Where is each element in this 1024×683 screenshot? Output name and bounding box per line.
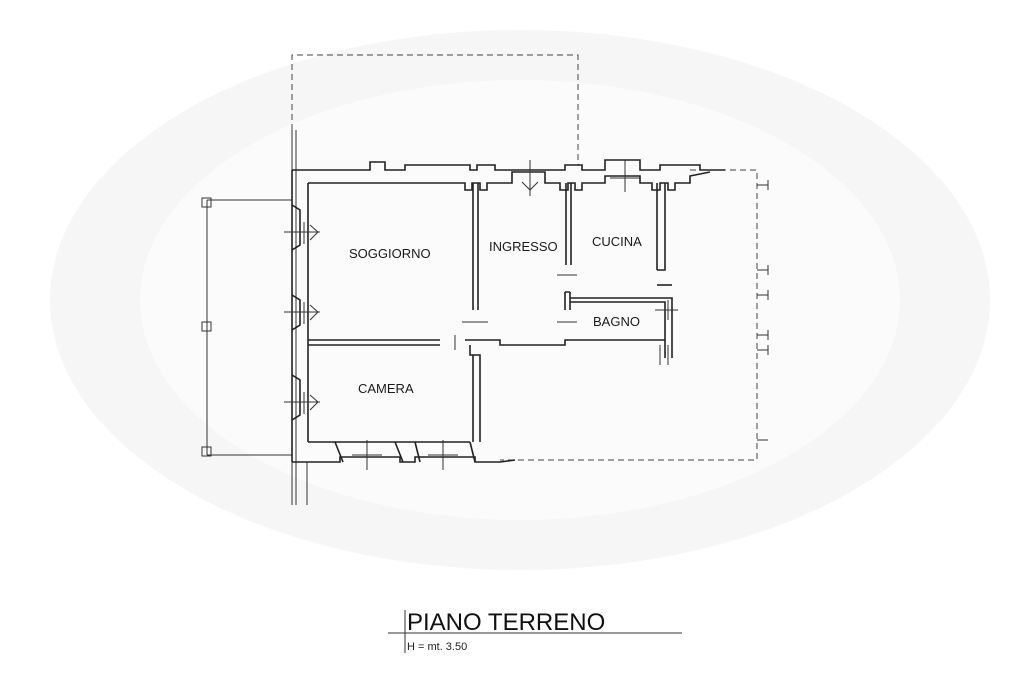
background-haze [50,30,990,570]
room-label-bagno: BAGNO [593,314,640,329]
room-label-ingresso: INGRESSO [489,239,558,254]
drawing-title: PIANO TERRENO [407,609,605,636]
upper-dashed-area [291,54,579,165]
room-label-cucina: CUCINA [592,234,642,249]
room-label-camera: CAMERA [358,381,414,396]
height-note: H = mt. 3.50 [407,641,467,653]
opening-symbols [284,160,678,470]
interior-walls [308,183,673,442]
left-porch [201,197,292,457]
title-block: PIANO TERRENO H = mt. 3.50 [388,609,682,653]
room-label-soggiorno: SOGGIORNO [349,246,431,261]
